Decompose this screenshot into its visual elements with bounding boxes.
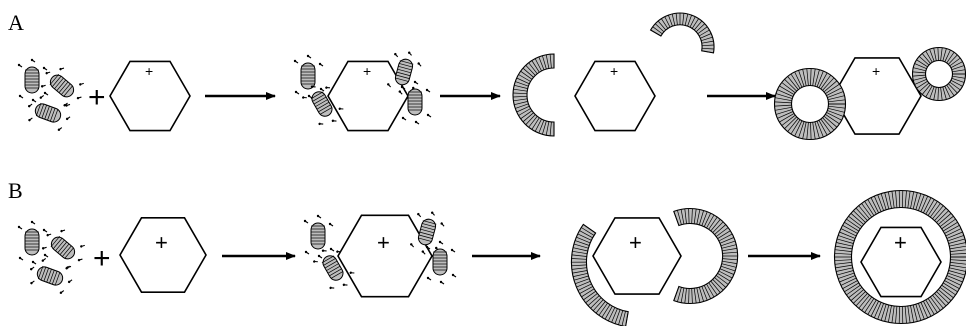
charge-label: + — [155, 230, 168, 255]
vesicle — [775, 69, 846, 140]
micelle — [304, 215, 334, 258]
charge-label: + — [872, 63, 880, 79]
charge-label: + — [145, 63, 153, 79]
plus-operator: + — [93, 242, 111, 275]
hexagon-outline — [120, 218, 206, 292]
micelle-core — [25, 67, 39, 93]
micelle-core — [311, 223, 325, 249]
curved-bilayer — [513, 54, 554, 136]
charge-label: + — [894, 230, 907, 255]
charge-label: + — [610, 63, 618, 79]
panel-b-stage-1: + — [18, 221, 111, 297]
vesicle — [835, 191, 966, 324]
polycation-hexagon — [338, 215, 432, 296]
micelle — [426, 241, 456, 284]
micelle-core — [433, 249, 447, 275]
vesicle-inner — [852, 208, 951, 307]
micelle-core — [301, 63, 315, 89]
charge-label: + — [629, 230, 642, 255]
micelle-core — [408, 89, 422, 115]
micelle-core — [320, 253, 345, 283]
vesicle-inner — [792, 86, 829, 123]
micelle — [38, 222, 91, 273]
micelle-core — [309, 89, 334, 119]
micelle — [18, 221, 48, 264]
micelle-core — [25, 229, 39, 255]
micelle-core — [33, 102, 62, 124]
curved-bilayer — [651, 13, 714, 53]
hexagon-outline — [338, 215, 432, 296]
micelle-core — [35, 265, 64, 287]
micelle — [25, 254, 76, 297]
plus-operator: + — [88, 81, 106, 114]
vesicle-inner — [926, 61, 953, 88]
panel-b-label: B — [8, 178, 23, 203]
charge-label: + — [363, 63, 371, 79]
panel-a-label: A — [8, 10, 24, 35]
panel-a-stage-1: + — [18, 59, 106, 134]
charge-label: + — [377, 230, 390, 255]
micelle — [401, 81, 431, 124]
panel-b: B + + + + + — [8, 178, 966, 326]
panel-a: A + + + + + — [8, 10, 966, 140]
curved-bilayer — [571, 224, 628, 326]
micelle — [310, 242, 358, 295]
polycation-hexagon — [120, 218, 206, 292]
panel-a-stage-2 — [294, 48, 431, 130]
bilayer-band — [513, 54, 554, 136]
curved-bilayer — [674, 209, 738, 304]
vesicle — [913, 48, 966, 101]
